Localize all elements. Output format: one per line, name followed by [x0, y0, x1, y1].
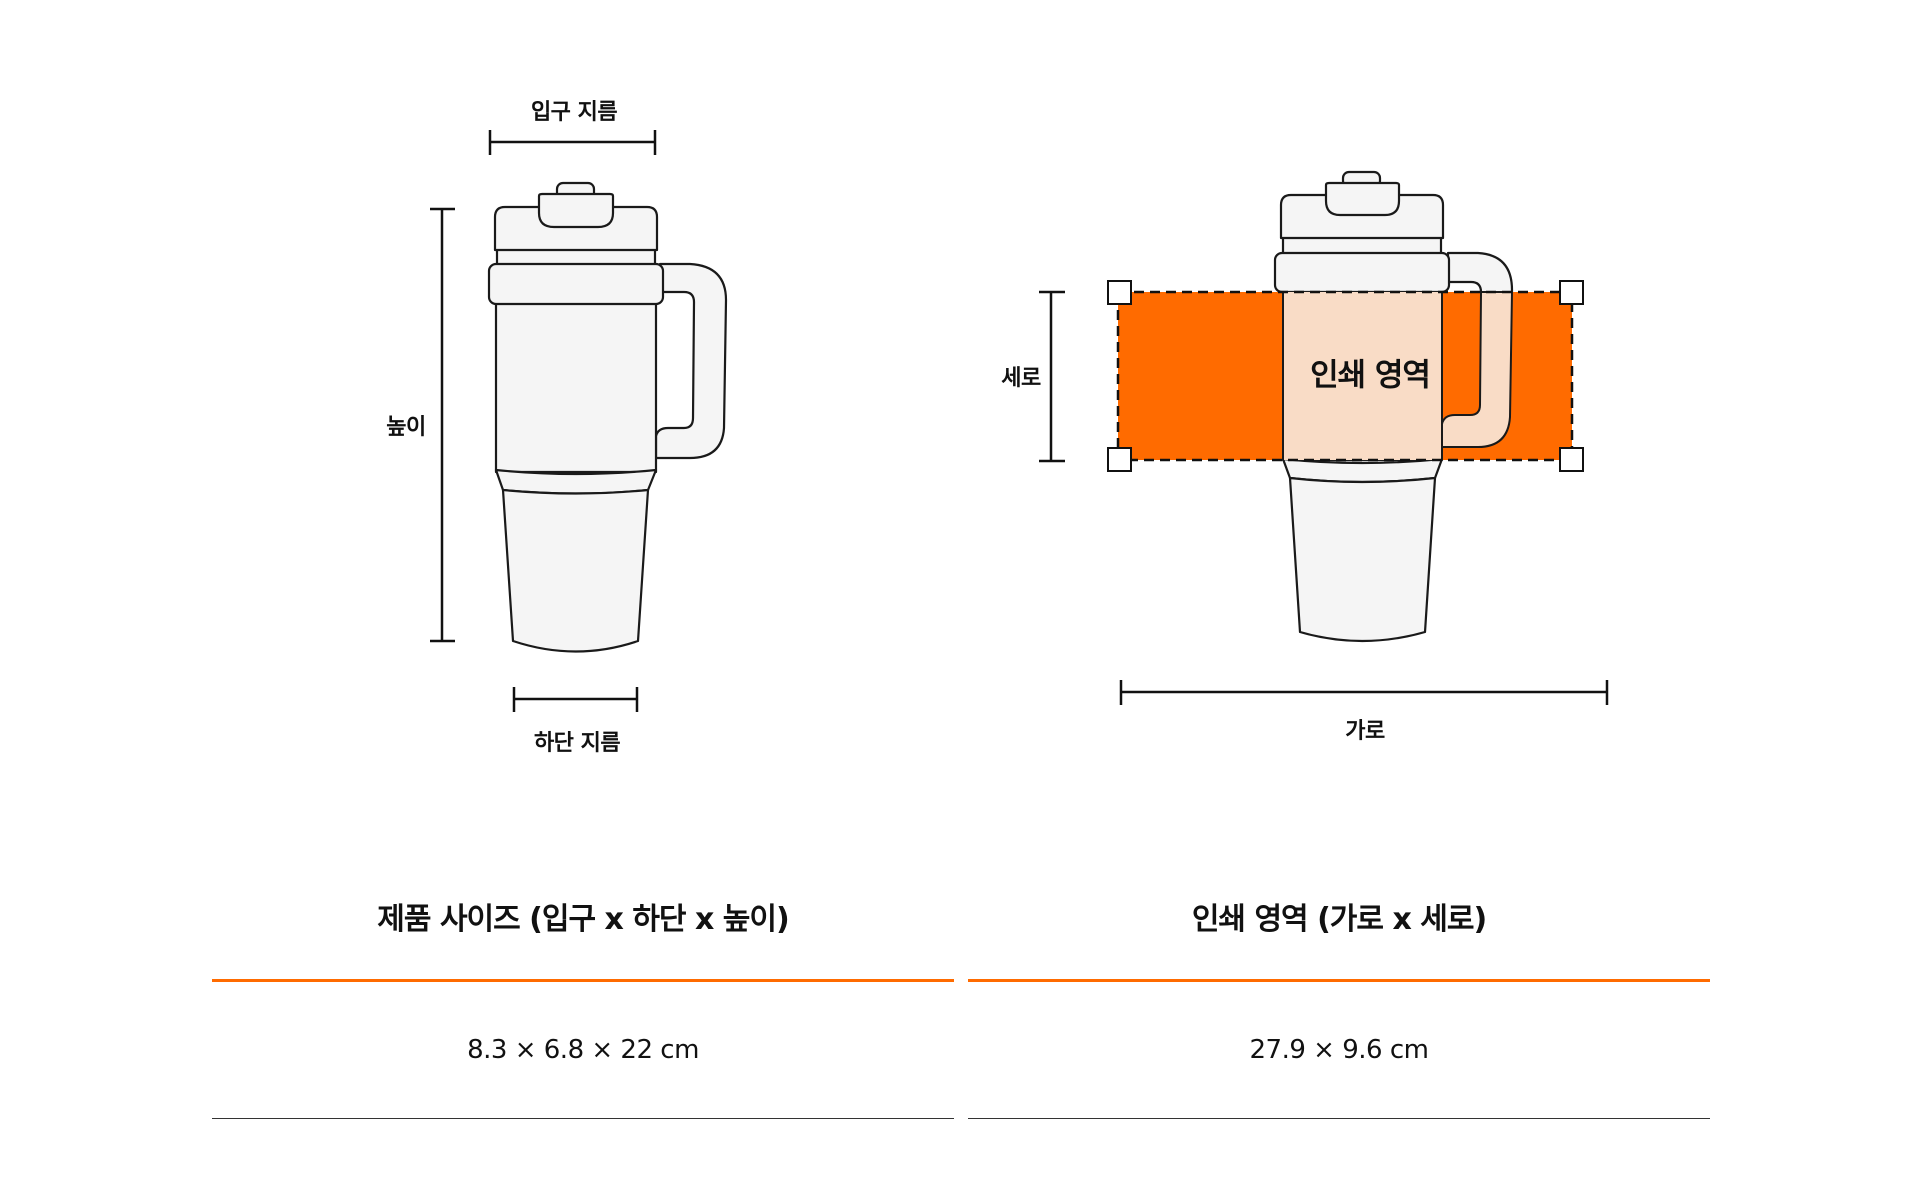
tumbler-body	[494, 298, 658, 474]
tumbler-ring	[487, 262, 665, 306]
vertical-label: 세로	[1001, 366, 1041, 391]
handle-top-right	[1559, 280, 1584, 305]
product-size-title: 제품 사이즈 (입구 x 하단 x 높이)	[377, 902, 789, 937]
print-area-overlay	[1116, 290, 1574, 462]
horizontal-label: 가로	[1345, 719, 1385, 744]
bottom-diameter-label: 하단 지름	[533, 731, 621, 756]
height-label: 높이	[386, 415, 426, 440]
print-area-value: 27.9 × 9.6 cm	[968, 982, 1710, 1119]
tumbler-base	[501, 488, 650, 653]
handle-icon	[654, 262, 728, 460]
product-size-value: 8.3 × 6.8 × 22 cm	[212, 982, 954, 1119]
top-diameter-label: 입구 지름	[530, 100, 618, 125]
handle-top-left	[1107, 280, 1132, 305]
orange-divider	[212, 979, 954, 982]
resize-handles	[1107, 280, 1584, 472]
tumbler-lid	[493, 205, 659, 252]
print-area-title: 인쇄 영역 (가로 x 세로)	[1191, 902, 1487, 937]
print-area-label: 인쇄 영역	[1310, 357, 1431, 394]
print-area-spec: 인쇄 영역 (가로 x 세로) 27.9 × 9.6 cm	[968, 880, 1710, 1119]
orange-divider	[968, 979, 1710, 982]
handle-bottom-left	[1107, 447, 1132, 472]
handle-bottom-right	[1559, 447, 1584, 472]
lid-button	[537, 192, 615, 229]
product-size-spec: 제품 사이즈 (입구 x 하단 x 높이) 8.3 × 6.8 × 22 cm	[212, 880, 954, 1119]
